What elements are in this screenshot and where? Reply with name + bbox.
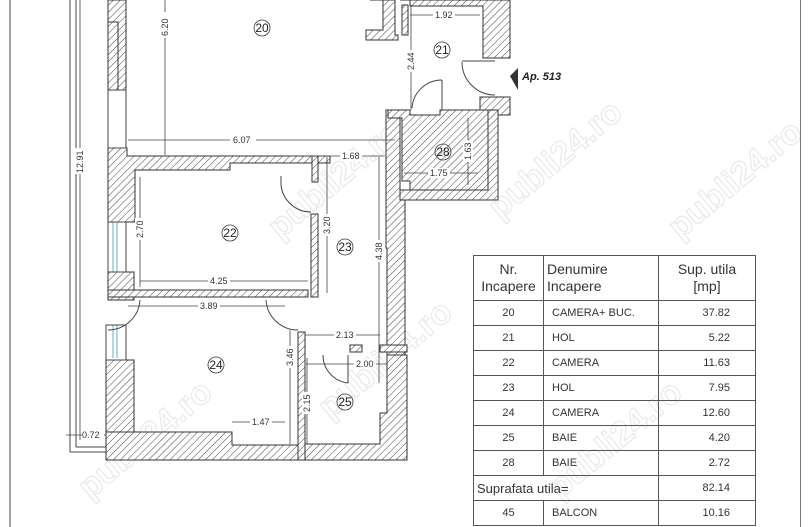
page-border: [800, 0, 801, 527]
doors: [107, 60, 496, 384]
dim-6-07: 6.07: [233, 135, 251, 145]
dim-12-91: 12.91: [75, 150, 85, 173]
dim-6-20: 6.20: [160, 18, 170, 36]
dim-4-25: 4.25: [210, 276, 228, 286]
table-row: 25 BAIE 4.20: [473, 425, 756, 451]
table-row: 22 CAMERA 11.63: [473, 350, 756, 376]
dim-3-89: 3.89: [200, 301, 218, 311]
svg-text:publi24.ro: publi24.ro: [311, 293, 460, 427]
dim-1-47: 1.47: [252, 417, 270, 427]
room-20-label: 20: [255, 21, 269, 35]
dim-1-75: 1.75: [430, 168, 448, 178]
dim-0-72: 0.72: [82, 430, 100, 440]
dim-2-15: 2.15: [302, 394, 312, 412]
room-21-label: 21: [435, 43, 449, 57]
dim-4-38: 4.38: [374, 242, 384, 260]
room-23-label: 23: [338, 240, 352, 254]
room-24-label: 24: [209, 358, 223, 372]
dim-3-20: 3.20: [322, 216, 332, 234]
total-label: Suprafata utila=: [473, 475, 659, 501]
dim-2-13: 2.13: [336, 330, 354, 340]
room-labels: [207, 19, 452, 411]
entrance-arrow-icon: [510, 68, 518, 90]
room-22-label: 22: [223, 226, 237, 240]
dim-1-63: 1.63: [463, 142, 473, 160]
apartment-label: Ap. 513: [521, 71, 561, 83]
dim-1-92: 1.92: [435, 10, 453, 20]
svg-text:publi24.ro: publi24.ro: [661, 113, 809, 247]
dim-2-00: 2.00: [356, 359, 374, 369]
dim-3-46: 3.46: [285, 348, 295, 366]
dim-2-70: 2.70: [135, 220, 145, 238]
dim-1-68: 1.68: [342, 151, 360, 161]
room-25-label: 25: [338, 395, 352, 409]
header-nr: Nr.Incapere: [473, 255, 544, 301]
header-area: Sup. utila[mp]: [658, 255, 756, 301]
dim-2-44: 2.44: [406, 52, 416, 70]
table-row-balcony: 45 BALCON 10.16: [473, 500, 756, 526]
balcony-outline: [9, 0, 108, 527]
walls: [105, 0, 511, 461]
windows: [112, 222, 118, 358]
table-row: 20 CAMERA+ BUC. 37.82: [473, 300, 756, 326]
table-total-row: Suprafata utila= 82.14: [473, 475, 756, 501]
table-row: 28 BAIE 2.72: [473, 450, 756, 476]
room-28-label: 28: [436, 145, 450, 159]
table-row: 23 HOL 7.95: [473, 375, 756, 401]
dimension-labels: 6.20 6.07 1.92 2.44 1.68 1.63 1.75 2.70 …: [75, 10, 473, 440]
table-row: 21 HOL 5.22: [473, 325, 756, 351]
window-frames: [105, 89, 127, 361]
total-area: 82.14: [658, 475, 756, 501]
table-row: 24 CAMERA 12.60: [473, 400, 756, 426]
